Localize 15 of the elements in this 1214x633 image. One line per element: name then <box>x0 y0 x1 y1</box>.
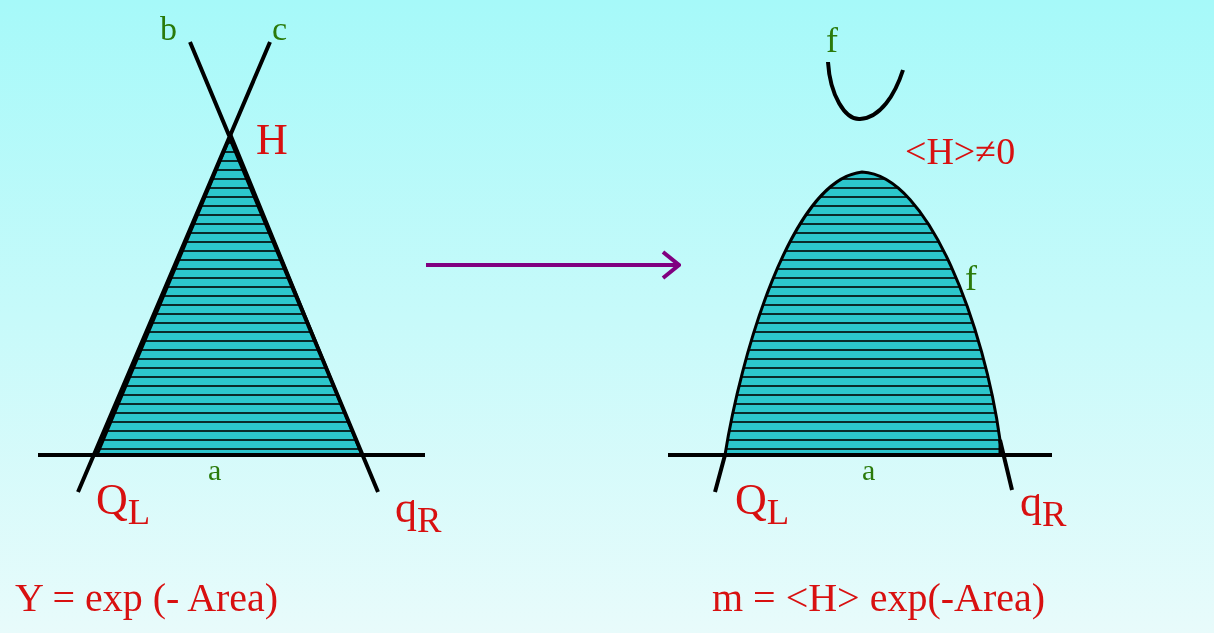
variable-label: q$_{R}$ <box>395 486 442 539</box>
variable-label: b <box>160 12 177 46</box>
formula-text: Y = exp (- Area) <box>15 578 279 618</box>
variable-label: f <box>826 22 838 58</box>
variable-label: q$_{R}$ <box>1020 480 1067 533</box>
formula-text: <H>≠0 <box>905 132 1016 170</box>
variable-label: Q$_{L}$ <box>96 478 151 531</box>
variable-label: c <box>272 12 288 46</box>
variable-label: Q$_{L}$ <box>735 478 790 531</box>
variable-label: f <box>965 260 977 296</box>
variable-label: a <box>862 455 876 485</box>
formula-text: m = <H> exp(-Area) <box>712 578 1046 618</box>
arrow <box>426 250 681 280</box>
variable-label: a <box>208 455 222 485</box>
variable-label: H <box>256 118 288 162</box>
